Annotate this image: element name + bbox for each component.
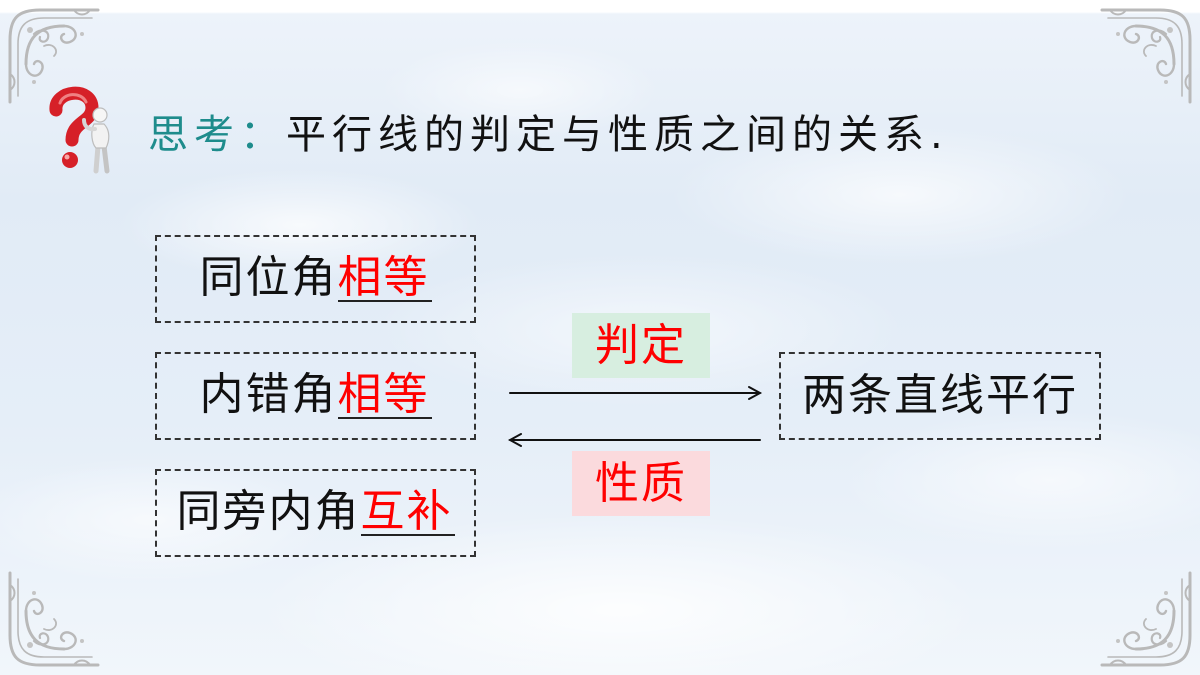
condition-text: 同旁内角互补 [177, 485, 455, 537]
condition-prefix: 同位角 [199, 251, 338, 303]
condition-answer: 相等 [337, 368, 432, 420]
corner-ornament-icon [8, 8, 100, 104]
conclusion-text: 两条直线平行 [802, 370, 1078, 421]
property-label: 性质 [572, 451, 710, 516]
title-text: 平行线的判定与性质之间的关系. [286, 112, 949, 158]
arrow-right-icon [509, 386, 763, 400]
question-mark-thinking-figure-icon [49, 86, 110, 174]
corner-ornament-icon [1100, 571, 1192, 667]
condition-box-interior-angles: 同旁内角互补 [155, 469, 476, 557]
condition-answer: 互补 [360, 485, 455, 537]
condition-answer: 相等 [337, 251, 432, 303]
relation-arrows [507, 386, 763, 447]
corner-ornament-icon [1100, 8, 1192, 104]
conclusion-box: 两条直线平行 [779, 352, 1101, 440]
condition-prefix: 内错角 [199, 368, 338, 420]
condition-prefix: 同旁内角 [176, 485, 361, 537]
thinking-figure [82, 107, 110, 174]
arrow-left-icon [507, 433, 761, 447]
condition-box-corresponding-angles: 同位角相等 [155, 235, 476, 323]
condition-text: 同位角相等 [200, 251, 432, 303]
condition-text: 内错角相等 [200, 368, 432, 420]
slide-title: 思考：平行线的判定与性质之间的关系. [148, 110, 949, 160]
question-mark-shape [49, 86, 99, 168]
title-label: 思考： [148, 112, 286, 158]
judgement-label: 判定 [572, 313, 710, 378]
corner-ornament-icon [8, 571, 100, 667]
condition-box-alternate-angles: 内错角相等 [155, 352, 476, 440]
